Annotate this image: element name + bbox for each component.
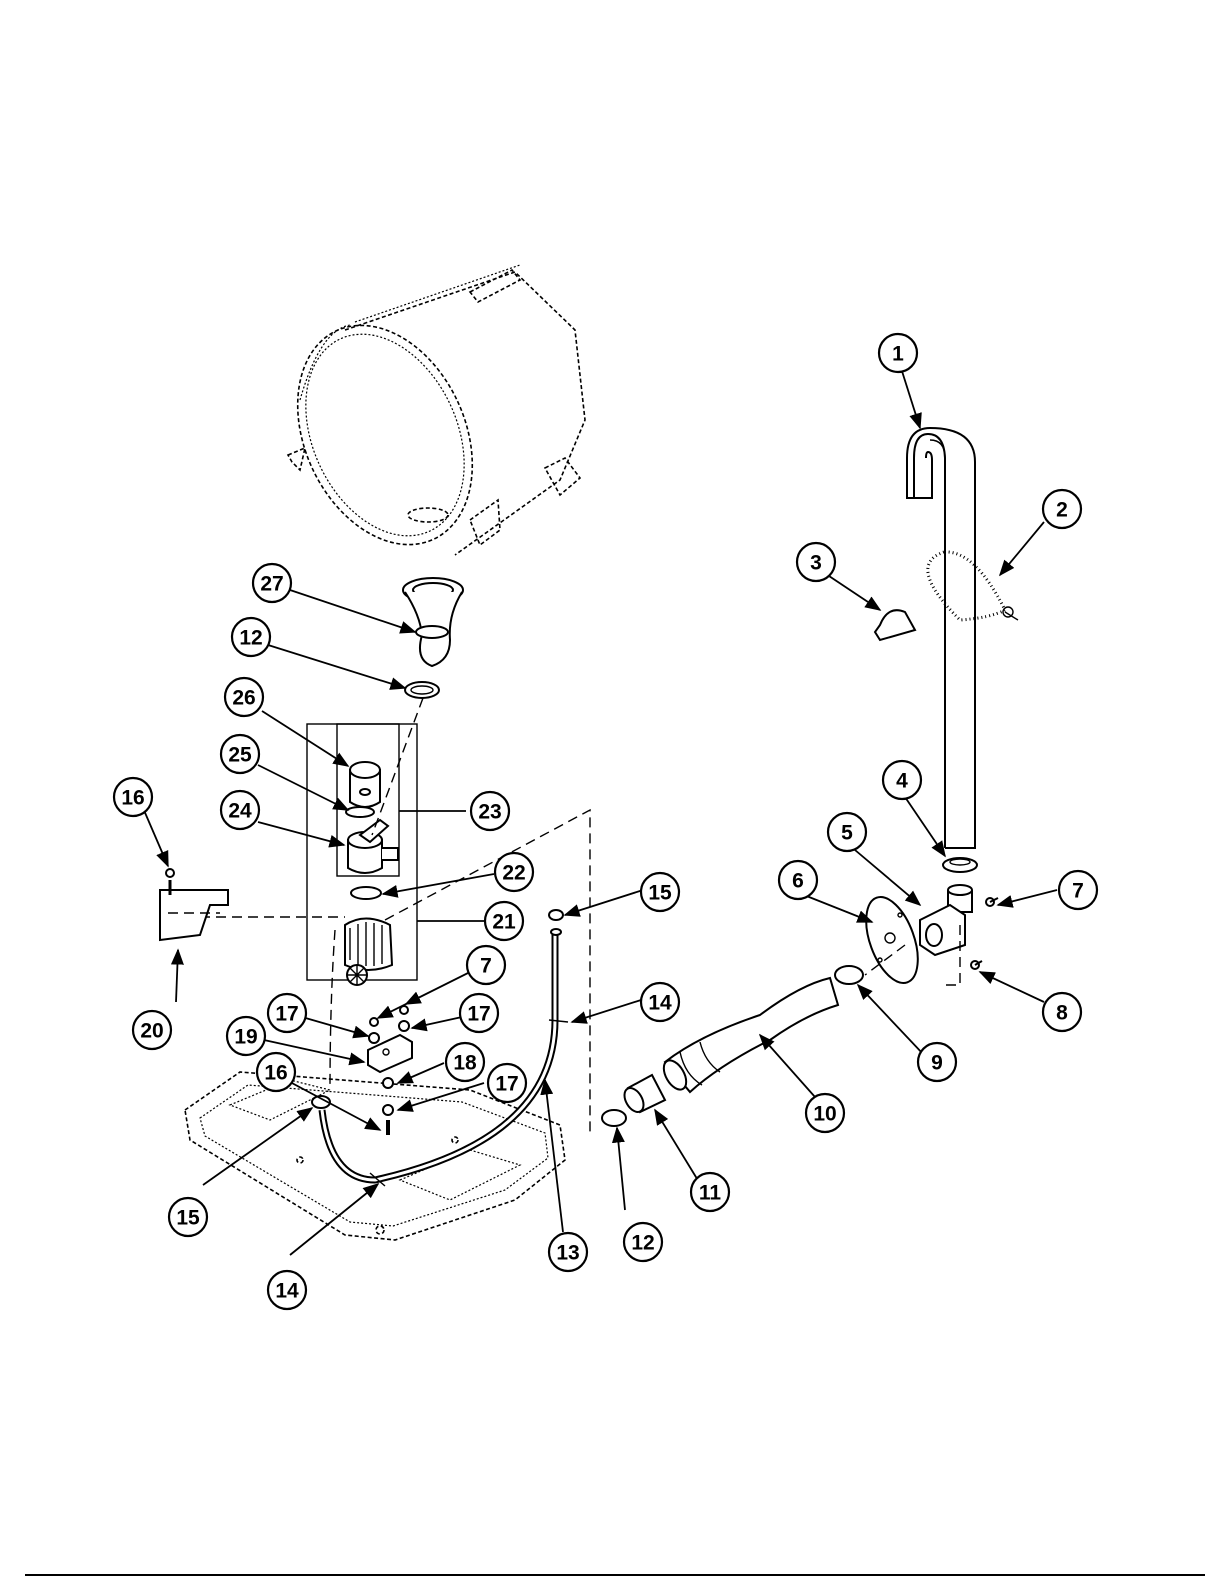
- leader-lines: [143, 368, 1057, 1255]
- callout-20: 20: [133, 1011, 171, 1049]
- callout-21: 21: [485, 902, 523, 940]
- svg-text:11: 11: [699, 1182, 722, 1205]
- callout-8: 8: [1043, 993, 1081, 1031]
- bottom-rule: [25, 1574, 1205, 1576]
- svg-text:17: 17: [275, 1003, 298, 1026]
- svg-text:20: 20: [140, 1020, 163, 1043]
- callout-14-left: 14: [268, 1271, 306, 1309]
- callout-6: 6: [779, 861, 817, 899]
- hose-clamp-9: [835, 966, 863, 984]
- svg-text:7: 7: [1072, 880, 1084, 903]
- svg-text:15: 15: [648, 882, 672, 905]
- svg-text:15: 15: [176, 1207, 200, 1230]
- svg-text:4: 4: [896, 770, 908, 793]
- hose-clamp-15-upper: [549, 910, 563, 920]
- svg-text:14: 14: [648, 992, 672, 1015]
- svg-text:7: 7: [480, 955, 492, 978]
- svg-text:18: 18: [453, 1052, 477, 1075]
- svg-text:22: 22: [502, 862, 525, 885]
- callout-3: 3: [797, 543, 835, 581]
- callout-25: 25: [221, 735, 259, 773]
- svg-text:8: 8: [1056, 1002, 1068, 1025]
- svg-text:17: 17: [495, 1073, 518, 1096]
- svg-text:12: 12: [239, 627, 262, 650]
- callout-17-left: 17: [268, 994, 306, 1032]
- callout-27: 27: [253, 564, 291, 602]
- callout-12-upper: 12: [232, 618, 270, 656]
- callout-16-lower: 16: [257, 1053, 295, 1091]
- callout-15-right: 15: [641, 873, 679, 911]
- svg-text:13: 13: [556, 1242, 579, 1265]
- callout-17-lower: 17: [488, 1064, 526, 1102]
- hose-clamp-12-upper: [405, 682, 439, 698]
- callout-14-right: 14: [641, 983, 679, 1021]
- svg-text:5: 5: [841, 822, 853, 845]
- svg-text:6: 6: [792, 870, 804, 893]
- callout-9: 9: [918, 1043, 956, 1081]
- callout-16-upper: 16: [114, 778, 152, 816]
- tub-to-pump-hose: [403, 578, 463, 698]
- pump-cover: [160, 869, 228, 940]
- callout-7-left: 7: [467, 946, 505, 984]
- svg-text:16: 16: [121, 787, 144, 810]
- callout-7-right: 7: [1059, 871, 1097, 909]
- svg-text:2: 2: [1056, 499, 1068, 522]
- svg-text:23: 23: [478, 801, 501, 824]
- callout-19: 19: [227, 1017, 265, 1055]
- callout-2: 2: [1043, 490, 1081, 528]
- svg-text:19: 19: [234, 1026, 257, 1049]
- callout-4: 4: [883, 761, 921, 799]
- callout-11: 11: [691, 1173, 729, 1211]
- svg-text:16: 16: [264, 1062, 287, 1085]
- callout-22: 22: [495, 853, 533, 891]
- svg-text:27: 27: [260, 573, 283, 596]
- callout-1: 1: [879, 334, 917, 372]
- callout-18: 18: [446, 1043, 484, 1081]
- callout-24: 24: [221, 791, 259, 829]
- callout-23: 23: [471, 792, 509, 830]
- svg-text:24: 24: [228, 800, 252, 823]
- svg-text:21: 21: [492, 911, 516, 934]
- svg-text:1: 1: [892, 343, 904, 366]
- callout-10: 10: [806, 1094, 844, 1132]
- callout-5: 5: [828, 813, 866, 851]
- svg-text:14: 14: [275, 1280, 299, 1303]
- svg-text:12: 12: [631, 1232, 654, 1255]
- callout-15-left: 15: [169, 1198, 207, 1236]
- callout-26: 26: [225, 678, 263, 716]
- mounting-bracket: [368, 1006, 412, 1135]
- callout-17-right: 17: [460, 994, 498, 1032]
- hose-clamp-12-lower: [602, 1110, 626, 1126]
- svg-text:26: 26: [232, 687, 255, 710]
- standpipe-connection: [856, 858, 998, 990]
- outer-tub-ghost: [264, 265, 585, 573]
- svg-text:10: 10: [813, 1103, 836, 1126]
- svg-text:3: 3: [810, 552, 822, 575]
- svg-text:25: 25: [228, 744, 252, 767]
- callout-13: 13: [549, 1233, 587, 1271]
- svg-text:17: 17: [467, 1003, 490, 1026]
- callout-12-lower: 12: [624, 1223, 662, 1261]
- svg-text:9: 9: [931, 1052, 943, 1075]
